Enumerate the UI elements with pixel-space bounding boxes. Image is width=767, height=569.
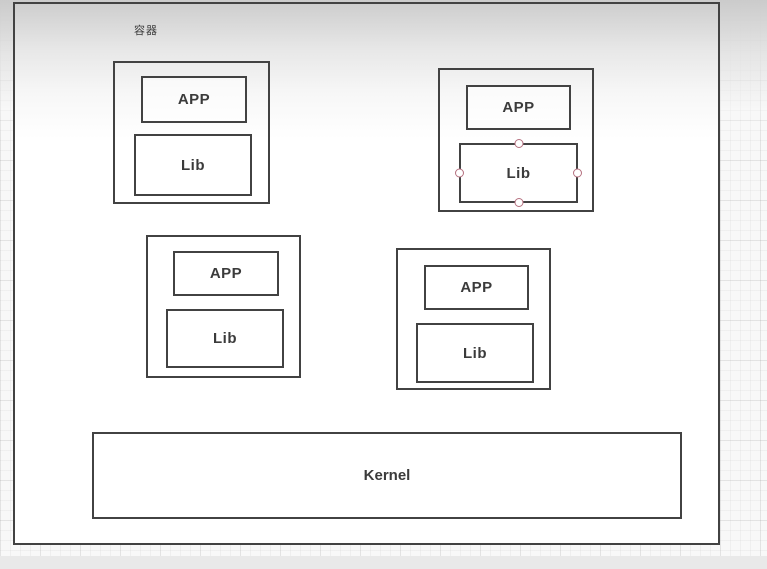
container-group-2[interactable]: APP Lib (438, 68, 594, 212)
lib-shape-4[interactable]: Lib (416, 323, 534, 383)
container-group-1[interactable]: APP Lib (113, 61, 270, 204)
kernel-shape[interactable]: Kernel (92, 432, 682, 519)
app-shape-2[interactable]: APP (466, 85, 571, 130)
app-shape-3[interactable]: APP (173, 251, 279, 296)
lib-shape-2-selected[interactable]: Lib (455, 139, 582, 207)
app-label: APP (209, 265, 243, 282)
container-group-3[interactable]: APP Lib (146, 235, 301, 378)
selection-handle-bottom[interactable] (514, 198, 523, 207)
app-label: APP (502, 99, 535, 116)
selection-handle-left[interactable] (455, 168, 464, 178)
system-boundary-box[interactable]: 容器 APP Lib APP Lib (13, 2, 720, 545)
lib-label: Lib (463, 344, 487, 362)
selection-handle-right[interactable] (573, 168, 582, 178)
app-label: APP (177, 91, 211, 108)
lib-label: Lib (181, 156, 205, 174)
app-shape-1[interactable]: APP (141, 76, 247, 123)
lib-label: Lib (506, 164, 531, 182)
container-group-4[interactable]: APP Lib (396, 248, 551, 390)
kernel-label: Kernel (363, 467, 411, 484)
app-label: APP (460, 279, 493, 296)
bottom-gray-bar (0, 556, 767, 569)
lib-shape-3[interactable]: Lib (166, 309, 284, 368)
diagram-title: 容器 (134, 25, 158, 37)
app-shape-4[interactable]: APP (424, 265, 529, 310)
lib-shape-1[interactable]: Lib (134, 134, 252, 196)
lib-label: Lib (213, 330, 237, 347)
selection-handle-top[interactable] (514, 139, 523, 148)
